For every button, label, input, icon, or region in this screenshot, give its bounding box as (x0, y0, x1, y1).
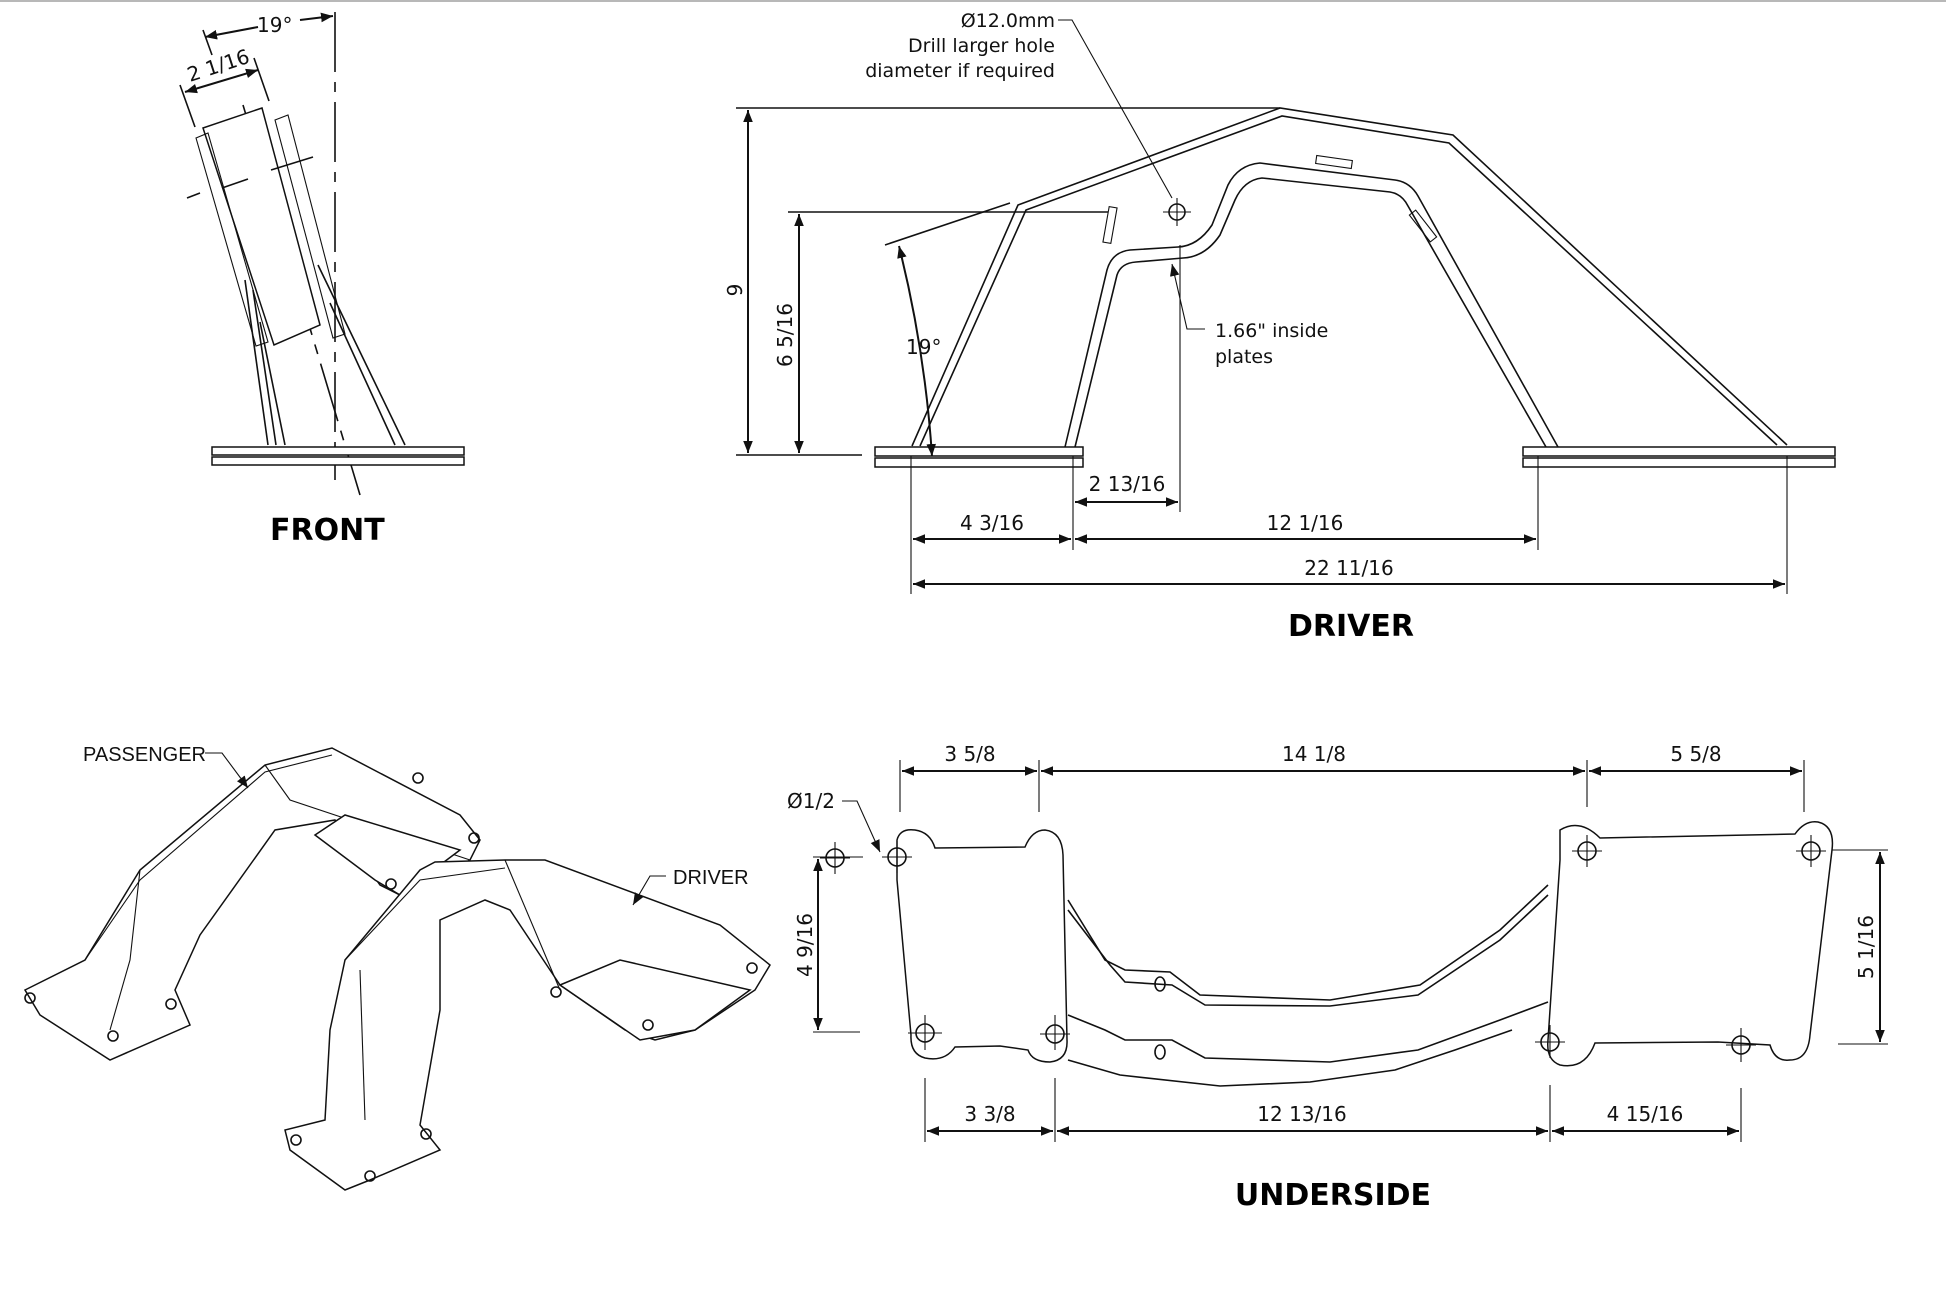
front-width-label: 2 1/16 (184, 44, 252, 87)
underside-channel-top-b (1067, 894, 1549, 1007)
top-mid-label: 14 1/8 (1282, 742, 1346, 766)
hole-offset-label: 2 13/16 (1089, 472, 1166, 496)
driver-leader (632, 875, 666, 906)
hole-note-line1: Ø12.0mm (961, 10, 1055, 32)
bottom-mid-label: 12 13/16 (1257, 1102, 1346, 1126)
iso-driver-label: DRIVER (673, 867, 749, 889)
driver-inner-hoop-b (1074, 177, 1547, 448)
width-ext-left (179, 84, 196, 128)
angle-dim-line-right (299, 12, 334, 23)
underside-view: 3 5/8 14 1/8 5 5/8 Ø1/2 4 9/16 5 1/16 3 … (787, 742, 1888, 1213)
inner-height-label: 6 5/16 (773, 303, 797, 367)
underside-slot-hole (1154, 1044, 1166, 1060)
top-right-label: 5 5/8 (1670, 742, 1721, 766)
iso-passenger-label: PASSENGER (83, 744, 206, 766)
iso-driver-body (284, 859, 771, 1191)
width-dim-line (184, 68, 259, 94)
driver-inner-hoop-a (1064, 162, 1559, 448)
bottom-left-label: 3 3/8 (964, 1102, 1015, 1126)
front-leg-right-inner (329, 302, 396, 446)
hole-note-line3: diameter if required (865, 60, 1055, 82)
iso-bolt-hole (412, 772, 424, 784)
iso-bolt-hole (165, 998, 177, 1010)
iso-bolt-hole (107, 1030, 119, 1042)
iso-bolt-hole (642, 1019, 654, 1031)
underside-channel-edge (1067, 1029, 1513, 1087)
driver-base-plate-right-bottom (1522, 457, 1836, 468)
passenger-leader (205, 752, 249, 789)
front-view: 19° 2 1/16 FRONT (179, 12, 465, 548)
hole-dia-leader (842, 800, 881, 853)
front-leg-left-outer (244, 279, 269, 446)
driver-angle-arc (897, 245, 936, 457)
front-base-plate-top (211, 446, 465, 456)
underside-left-plate (896, 828, 1068, 1063)
driver-slot (1408, 209, 1438, 243)
mid-span-label: 12 1/16 (1267, 511, 1344, 535)
driver-slot (1314, 154, 1354, 170)
front-angle-label: 19° (257, 13, 292, 37)
driver-view-title: DRIVER (1288, 609, 1414, 644)
driver-base-plate-left-top (874, 446, 1084, 457)
driver-view: 9 6 5/16 19° Ø12.0mm Drill larger hole d… (723, 10, 1836, 644)
isometric-view: PASSENGER DRIVER (23, 744, 771, 1191)
iso-passenger-edge (84, 754, 333, 961)
underside-right-plate (1547, 821, 1834, 1067)
front-bracket-body (202, 107, 321, 347)
iso-driver-mount-face (558, 959, 752, 1041)
iso-driver-edge (344, 867, 506, 961)
front-leg-left-edge (259, 321, 286, 446)
underside-slot-hole (1154, 976, 1166, 992)
iso-driver-edge (504, 859, 561, 991)
iso-driver-edge (359, 969, 366, 1121)
iso-passenger-edge (109, 869, 141, 1031)
underside-channel-top-a (1067, 884, 1549, 1001)
iso-bolt-hole (420, 1128, 432, 1140)
width-ext-right (253, 57, 270, 102)
iso-bolt-hole (746, 962, 758, 974)
iso-bolt-hole (385, 878, 397, 890)
plates-note-leader (1170, 263, 1205, 330)
overall-height-label: 9 (723, 284, 747, 297)
iso-bolt-hole (24, 992, 36, 1004)
iso-driver-bracket (284, 859, 771, 1191)
angle-ext-line (202, 29, 213, 56)
iso-bolt-hole (468, 832, 480, 844)
driver-slot (1102, 205, 1118, 245)
hole-note-line2: Drill larger hole (908, 35, 1055, 57)
hole-dia-label: Ø1/2 (787, 789, 835, 813)
driver-outer-hoop-b (919, 115, 1778, 447)
left-height-label: 4 9/16 (793, 913, 817, 977)
underside-bolt-holes (820, 835, 1826, 1062)
right-height-label: 5 1/16 (1854, 915, 1878, 979)
sheet-border-top (0, 0, 1946, 2)
front-base-plate-bottom (211, 456, 465, 466)
driver-base-plate-left-bottom (874, 457, 1084, 468)
front-tick (270, 156, 314, 171)
driver-outer-hoop-a (911, 107, 1788, 447)
top-left-label: 3 5/8 (944, 742, 995, 766)
left-span-label: 4 3/16 (960, 511, 1024, 535)
plates-note-line1: 1.66" inside (1215, 320, 1328, 342)
underside-channel-bottom (1067, 1001, 1549, 1063)
overall-length-label: 22 11/16 (1304, 556, 1393, 580)
front-bracket-flange-left (195, 132, 269, 347)
bottom-right-label: 4 15/16 (1607, 1102, 1684, 1126)
front-tick (221, 178, 249, 189)
iso-bolt-hole (550, 986, 562, 998)
plates-note-line2: plates (1215, 346, 1273, 368)
driver-angle-label: 19° (906, 335, 941, 359)
iso-bolt-hole (364, 1170, 376, 1182)
underside-view-title: UNDERSIDE (1235, 1178, 1431, 1213)
front-view-title: FRONT (270, 513, 385, 548)
front-tick (186, 192, 201, 199)
front-leg-left-inner (252, 289, 277, 446)
hole-note-leader (1058, 19, 1173, 199)
driver-base-plate-right-top (1522, 446, 1836, 457)
angle-ext-line (884, 202, 1011, 246)
front-leg-right-outer (317, 264, 406, 446)
angle-dim-line-left (204, 26, 259, 40)
iso-bolt-hole (290, 1134, 302, 1146)
